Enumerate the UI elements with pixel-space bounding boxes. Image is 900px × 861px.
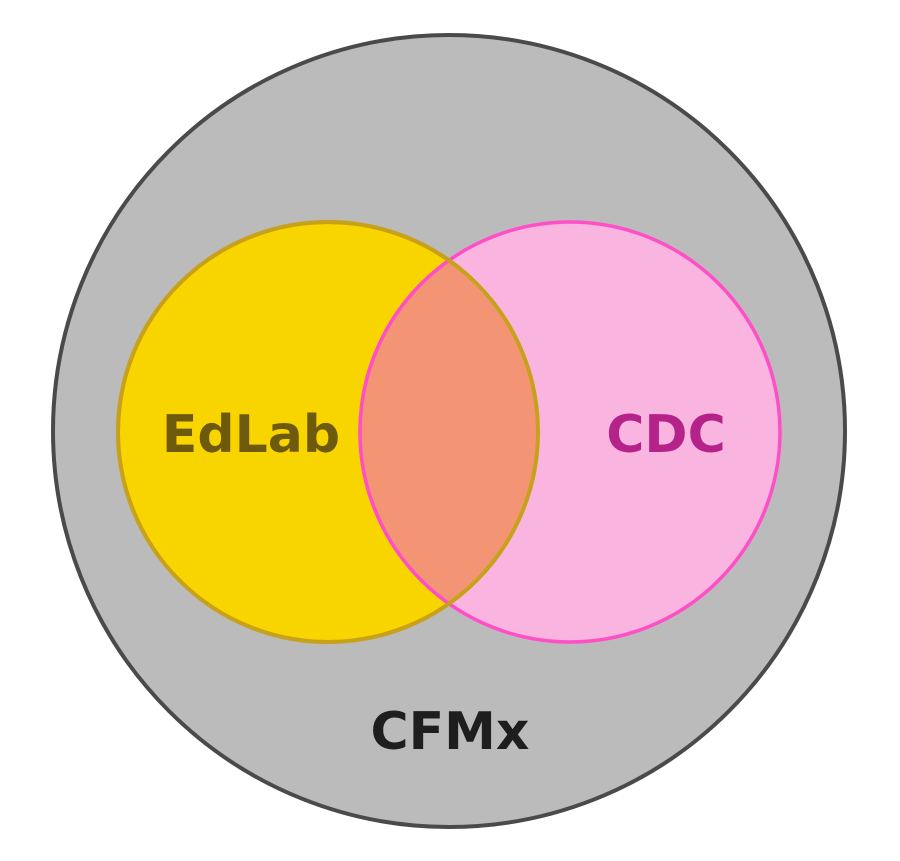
intersection-region (358, 222, 538, 642)
set-edlab-label: EdLab (162, 405, 340, 465)
set-cdc-label: CDC (606, 405, 726, 465)
outer-set-cfmx-label: CFMx (371, 702, 530, 762)
set-edlab-outline (116, 220, 540, 644)
